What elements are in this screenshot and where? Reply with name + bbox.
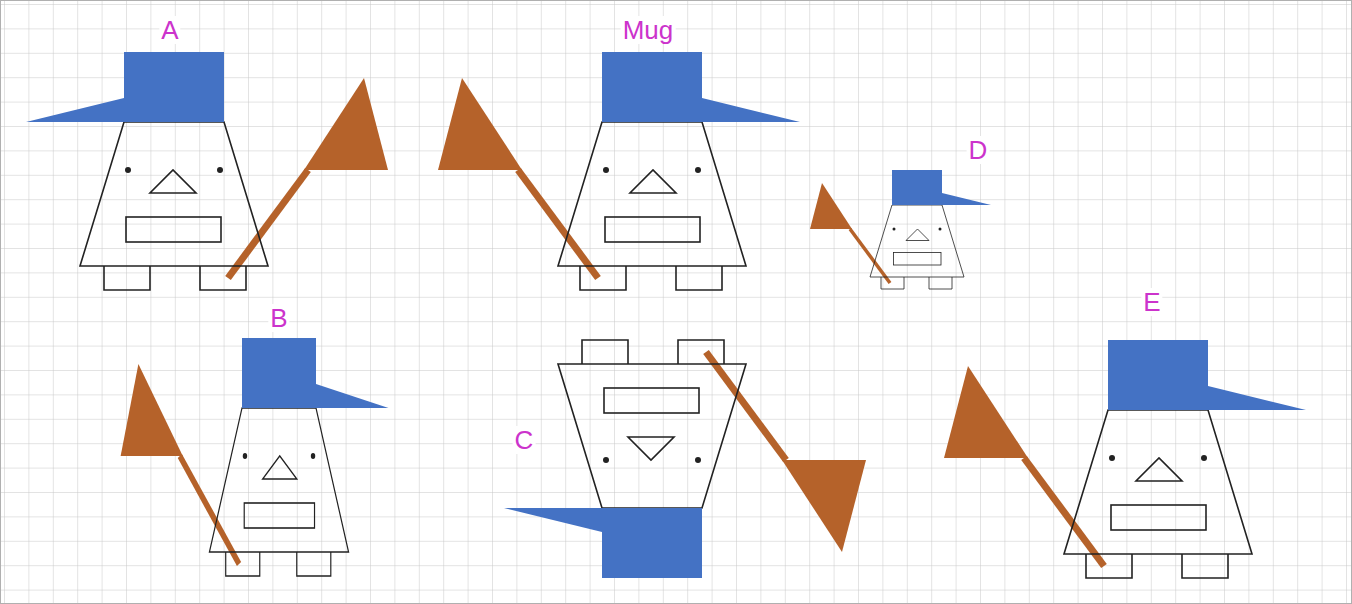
figure-label: E <box>1141 288 1162 316</box>
figure-label: A <box>159 16 180 44</box>
figure-label: C <box>513 426 536 454</box>
figure-label: Mug <box>621 16 676 44</box>
figure-label: B <box>268 304 289 332</box>
mug-rotated <box>504 340 866 578</box>
mug-reflected <box>26 52 388 290</box>
mug-original <box>438 52 800 290</box>
mug-scaled <box>810 170 991 289</box>
figure-label: D <box>967 136 990 164</box>
mug-translated <box>944 340 1306 578</box>
mug-stretched <box>121 338 389 576</box>
